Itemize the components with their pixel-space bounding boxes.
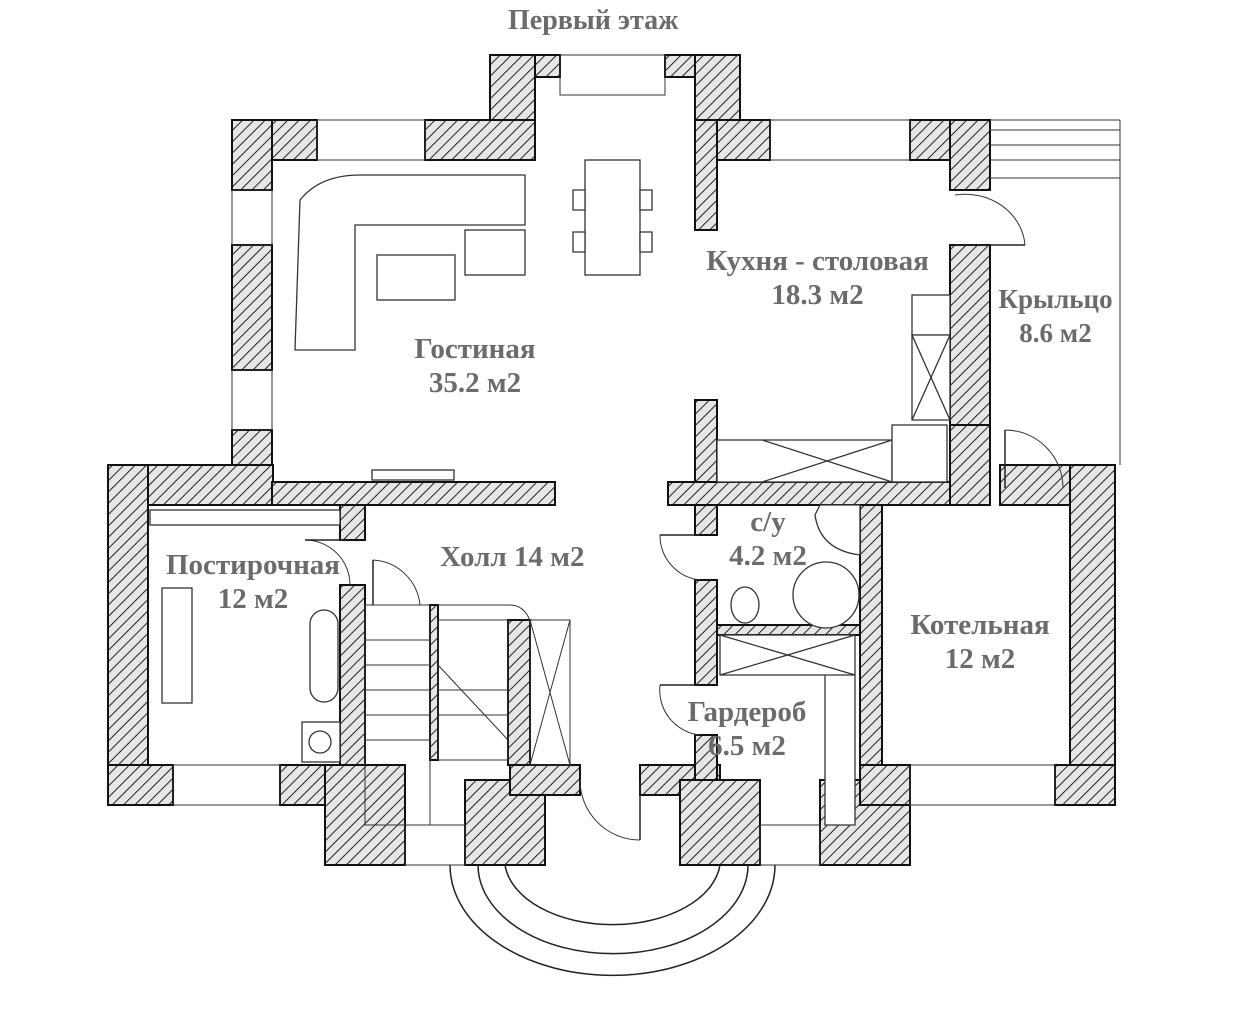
laundry-shelf — [149, 509, 341, 526]
wall — [667, 481, 969, 506]
room-label-porch: Крыльцо 8.6 м2 — [988, 282, 1123, 350]
walls — [107, 54, 1116, 866]
room-label-laundry: Постирочная 12 м2 — [148, 548, 358, 616]
coffee-table — [376, 254, 456, 301]
armchair — [464, 229, 526, 276]
staircase — [364, 604, 571, 826]
entrance-steps — [449, 864, 776, 977]
wall — [859, 504, 883, 801]
wall — [949, 424, 991, 506]
window — [172, 764, 281, 806]
dining-table — [584, 159, 641, 276]
washbasin — [814, 504, 861, 556]
wall — [429, 604, 439, 761]
ironing-board — [161, 587, 193, 704]
wall — [949, 244, 991, 426]
washing-machine — [301, 721, 341, 763]
doors — [304, 193, 1064, 841]
wall — [694, 734, 718, 781]
sink — [891, 424, 948, 483]
wall — [1054, 764, 1116, 806]
room-name: Постирочная — [165, 549, 340, 581]
wall — [107, 464, 149, 806]
wall — [509, 764, 581, 796]
wall — [339, 504, 366, 541]
room-area: 35.2 м2 — [428, 367, 522, 399]
wall — [231, 244, 273, 371]
room-area: 12 м2 — [217, 583, 289, 615]
room-area: 4.2 м2 — [729, 540, 807, 572]
wall — [694, 504, 718, 536]
wall — [424, 119, 536, 161]
room-area: 12 м2 — [944, 643, 1016, 675]
wall — [694, 119, 718, 231]
furniture — [149, 159, 951, 826]
wall — [231, 119, 273, 191]
room-label-living: Гостиная 35.2 м2 — [385, 332, 565, 400]
room-label-wardrobe: Гардероб 6.5 м2 — [672, 695, 822, 763]
room-label-wc: с/у 4.2 м2 — [718, 505, 818, 573]
room-name: Гардероб — [687, 696, 807, 728]
room-area: 6.5 м2 — [708, 730, 786, 762]
room-name: Гостиная — [414, 333, 536, 365]
water-heater — [309, 609, 339, 703]
porch-outline — [990, 119, 1121, 465]
washing-machine-drum — [308, 730, 332, 754]
fireplace — [371, 469, 455, 481]
plan-title: Первый этаж — [508, 5, 679, 36]
room-name: Крыльцо — [998, 284, 1113, 314]
wall — [694, 579, 718, 686]
window — [559, 54, 666, 96]
window — [769, 119, 911, 161]
wall — [1069, 464, 1116, 806]
window — [231, 369, 273, 431]
room-name: Кухня - столовая — [706, 245, 929, 277]
wardrobe-shelves — [719, 634, 856, 826]
window — [404, 824, 466, 866]
room-area: 8.6 м2 — [1019, 318, 1092, 348]
window — [231, 189, 273, 246]
wall — [107, 764, 174, 806]
wall — [859, 764, 911, 806]
wall — [694, 399, 718, 483]
wall — [339, 584, 366, 781]
wall — [949, 119, 991, 191]
sofa — [294, 174, 526, 351]
shower — [792, 561, 860, 629]
room-name: с/у — [750, 506, 786, 538]
windows — [172, 54, 1056, 866]
dining-chairs — [572, 189, 653, 253]
porch-steps — [990, 119, 1121, 465]
window — [909, 764, 1056, 806]
wall — [716, 624, 861, 636]
wall — [694, 54, 741, 126]
toilet — [730, 586, 760, 624]
room-label-boiler: Котельная 12 м2 — [890, 608, 1070, 676]
window — [759, 824, 821, 866]
room-name: Котельная — [910, 609, 1050, 641]
room-area: 18.3 м2 — [771, 279, 864, 311]
wall — [507, 619, 531, 766]
window — [316, 119, 426, 161]
wall — [271, 481, 556, 506]
wall — [679, 779, 761, 866]
room-label-hall: Холл 14 м2 — [440, 541, 585, 573]
room-label-kitchen: Кухня - столовая 18.3 м2 — [680, 244, 955, 312]
